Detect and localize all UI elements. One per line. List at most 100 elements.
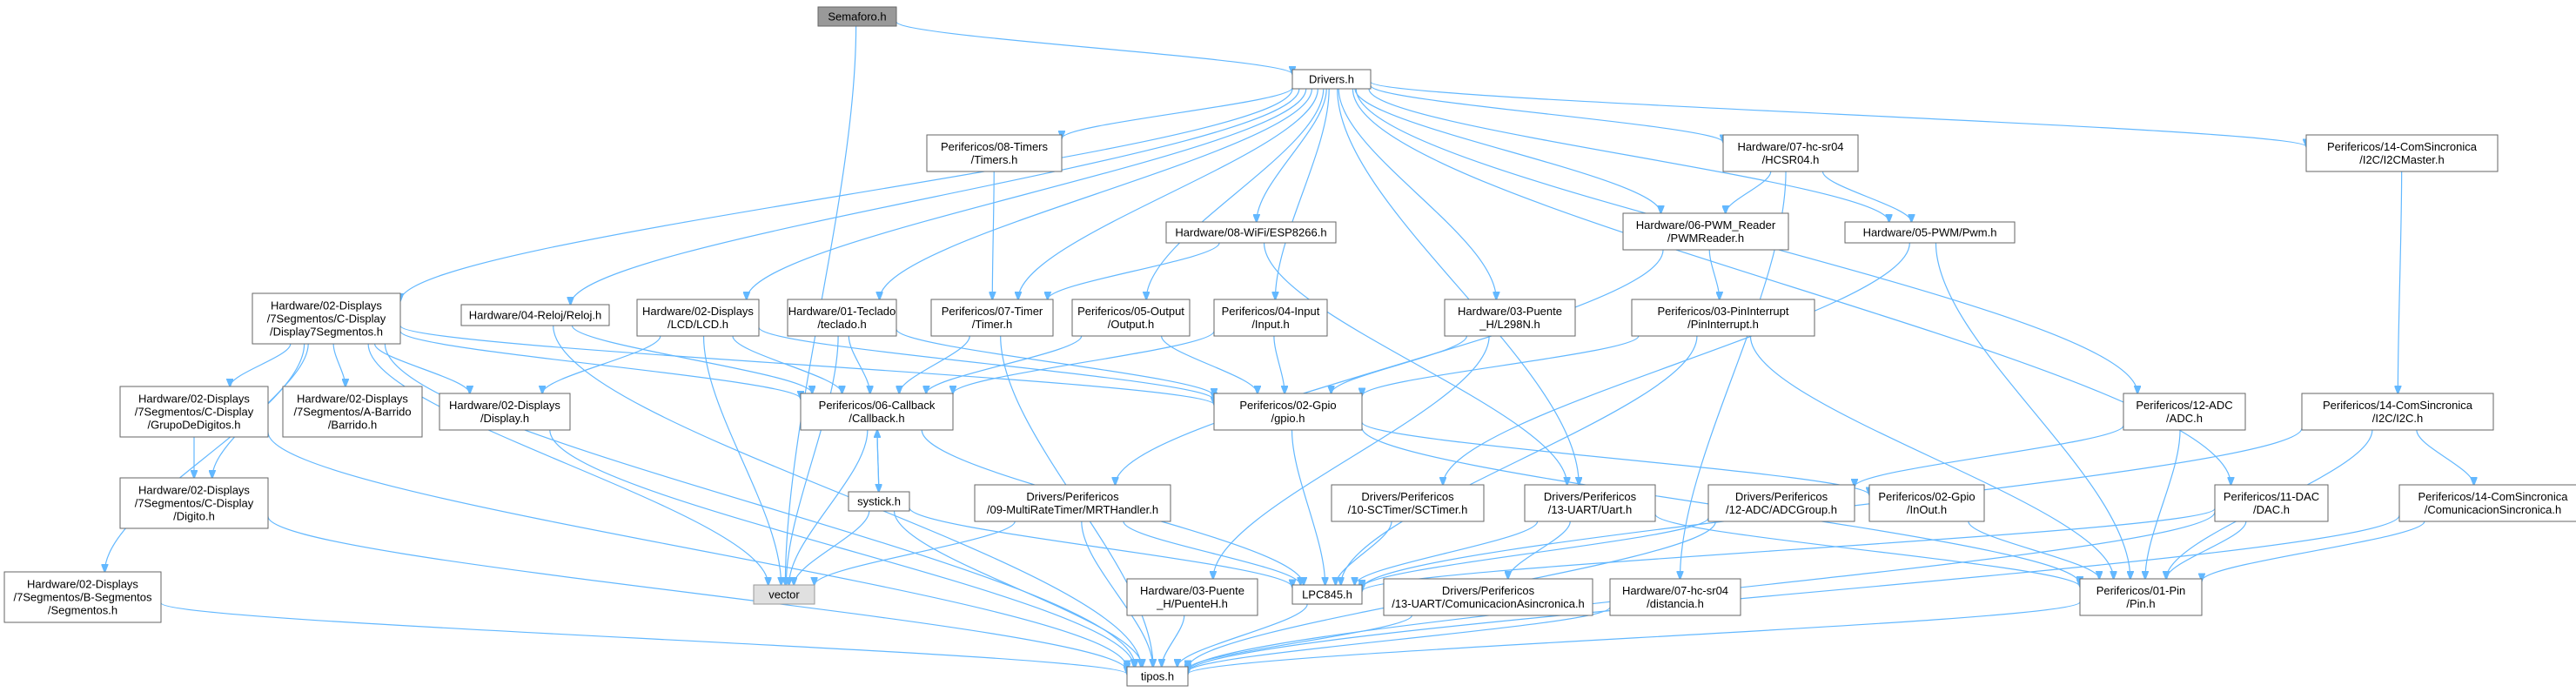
edge-drivers-to-input bbox=[1275, 88, 1330, 299]
edge-puenteh-to-tipos bbox=[1162, 615, 1185, 667]
edge-systick-to-vector bbox=[794, 510, 870, 585]
node-pwmreader-box bbox=[1622, 212, 1789, 251]
node-i2c-box bbox=[2301, 393, 2494, 431]
node-pin[interactable]: Perifericos/01-Pin/Pin.h bbox=[2079, 578, 2203, 616]
node-lcd-label-line: /LCD/LCD.h bbox=[667, 318, 728, 331]
node-segmentos-label-line: /Segmentos.h bbox=[48, 604, 117, 617]
node-adcgroup[interactable]: Drivers/Perifericos/12-ADC/ADCGroup.h bbox=[1707, 484, 1855, 522]
node-display[interactable]: Hardware/02-Displays/Display.h bbox=[439, 393, 571, 431]
node-esp8266-box bbox=[1165, 221, 1337, 244]
node-digito-label-line: Hardware/02-Displays bbox=[138, 484, 250, 497]
edge-inout-to-pin bbox=[1968, 521, 2099, 579]
node-pininterrupt-label-line: Perifericos/03-PinInterrupt bbox=[1657, 305, 1788, 318]
node-hcsr04[interactable]: Hardware/07-hc-sr04/HCSR04.h bbox=[1722, 134, 1859, 172]
node-esp8266[interactable]: Hardware/08-WiFi/ESP8266.h bbox=[1165, 221, 1337, 244]
node-pwm-box bbox=[1844, 221, 2016, 244]
node-pwm[interactable]: Hardware/05-PWM/Pwm.h bbox=[1844, 221, 2016, 244]
node-i2cmaster[interactable]: Perifericos/14-ComSincronica/I2C/I2CMast… bbox=[2305, 134, 2499, 172]
edge-input-to-gpio bbox=[1273, 335, 1285, 393]
node-comsinc-label-line: Perifericos/14-ComSincronica bbox=[2418, 490, 2569, 503]
node-segmentos-box bbox=[3, 571, 162, 623]
node-digito[interactable]: Hardware/02-Displays/7Segmentos/C-Displa… bbox=[119, 477, 269, 529]
node-pininterrupt[interactable]: Perifericos/03-PinInterrupt/PinInterrupt… bbox=[1631, 299, 1815, 337]
node-pin-label-line: Perifericos/01-Pin bbox=[2096, 584, 2186, 597]
edge-esp8266-to-uart bbox=[1263, 242, 1567, 485]
node-uart-label-line: Drivers/Perifericos bbox=[1544, 490, 1637, 503]
node-timer-box bbox=[930, 299, 1054, 337]
node-semaforo[interactable]: Semaforo.h bbox=[817, 6, 897, 27]
edge-l298n-to-gpio bbox=[1332, 335, 1468, 393]
node-gpio[interactable]: Perifericos/02-Gpio/gpio.h bbox=[1213, 393, 1363, 431]
node-dac[interactable]: Perifericos/11-DAC/DAC.h bbox=[2214, 484, 2329, 522]
node-mrt[interactable]: Drivers/Perifericos/09-MultiRateTimer/MR… bbox=[974, 484, 1171, 522]
node-mrt-label-line: /09-MultiRateTimer/MRTHandler.h bbox=[987, 503, 1158, 516]
node-i2cmaster-box bbox=[2305, 134, 2499, 172]
edge-segmentos-to-tipos bbox=[160, 602, 1127, 675]
edge-uart-to-pin bbox=[1654, 514, 2080, 587]
node-segmentos[interactable]: Hardware/02-Displays/7Segmentos/B-Segmen… bbox=[3, 571, 162, 623]
node-l298n[interactable]: Hardware/03-Puente_H/L298N.h bbox=[1444, 299, 1576, 337]
node-comasinc[interactable]: Drivers/Perifericos/13-UART/Comunicacion… bbox=[1383, 578, 1593, 616]
node-sctimer-label-line: /10-SCTimer/SCTimer.h bbox=[1348, 503, 1468, 516]
node-comsinc[interactable]: Perifericos/14-ComSincronica/Comunicacio… bbox=[2398, 484, 2576, 522]
edge-hcsr04-to-pwm bbox=[1821, 171, 1911, 222]
edge-adcgroup-to-lpc845 bbox=[1362, 517, 1709, 588]
node-digito-label-line: /Digito.h bbox=[173, 510, 215, 523]
edge-pin-to-tipos bbox=[1188, 601, 2081, 675]
node-uart[interactable]: Drivers/Perifericos/13-UART/Uart.h bbox=[1524, 484, 1656, 522]
node-timer[interactable]: Perifericos/07-Timer/Timer.h bbox=[930, 299, 1054, 337]
edge-systick-to-callback bbox=[877, 430, 879, 493]
node-grupodigitos[interactable]: Hardware/02-Displays/7Segmentos/C-Displa… bbox=[119, 386, 269, 438]
node-pwmreader[interactable]: Hardware/06-PWM_Reader/PWMReader.h bbox=[1622, 212, 1789, 251]
node-inout[interactable]: Perifericos/02-Gpio/InOut.h bbox=[1868, 484, 1985, 522]
node-tipos[interactable]: tipos.h bbox=[1126, 666, 1189, 687]
node-lcd[interactable]: Hardware/02-Displays/LCD/LCD.h bbox=[636, 299, 760, 337]
edge-dac-to-pin bbox=[2166, 521, 2247, 579]
node-reloj[interactable]: Hardware/04-Reloj/Reloj.h bbox=[460, 304, 610, 326]
node-display7seg[interactable]: Hardware/02-Displays/7Segmentos/C-Displa… bbox=[252, 292, 401, 345]
node-timers[interactable]: Perifericos/08-Timers/Timers.h bbox=[926, 134, 1063, 172]
node-digito-label-line: /7Segmentos/C-Display bbox=[135, 497, 254, 510]
node-vector-label-line: vector bbox=[768, 588, 800, 601]
node-sctimer-box bbox=[1331, 484, 1485, 522]
node-i2c[interactable]: Perifericos/14-ComSincronica/I2C/I2C.h bbox=[2301, 393, 2494, 431]
node-output[interactable]: Perifericos/05-Output/Output.h bbox=[1071, 299, 1191, 337]
node-comsinc-label-line: /ComunicacionSincronica.h bbox=[2425, 503, 2562, 516]
node-barrido-label-line: /Barrido.h bbox=[328, 419, 377, 432]
node-puenteh[interactable]: Hardware/03-Puente_H/PuenteH.h bbox=[1126, 578, 1258, 616]
node-display7seg-box bbox=[252, 292, 401, 345]
node-digito-box bbox=[119, 477, 269, 529]
node-systick[interactable]: systick.h bbox=[848, 491, 910, 512]
node-display7seg-label-line: Hardware/02-Displays bbox=[271, 299, 382, 312]
node-distancia[interactable]: Hardware/07-hc-sr04/distancia.h bbox=[1609, 578, 1741, 616]
edge-adc-to-pin bbox=[2145, 429, 2181, 579]
edge-pininterrupt-to-lpc845 bbox=[1341, 335, 1698, 585]
edge-timer-to-callback bbox=[899, 335, 970, 393]
edge-drivers-to-reloj bbox=[571, 88, 1300, 305]
node-lpc845[interactable]: LPC845.h bbox=[1291, 584, 1363, 605]
edge-gpio-to-inout bbox=[1361, 421, 1869, 494]
node-comasinc-box bbox=[1383, 578, 1593, 616]
node-adc-label-line: Perifericos/12-ADC bbox=[2136, 399, 2232, 412]
node-drivers[interactable]: Drivers.h bbox=[1291, 69, 1372, 90]
node-barrido[interactable]: Hardware/02-Displays/7Segmentos/A-Barrid… bbox=[282, 386, 423, 438]
node-segmentos-label-line: /7Segmentos/B-Segmentos bbox=[14, 591, 152, 604]
node-vector[interactable]: vector bbox=[753, 584, 815, 605]
node-output-label-line: /Output.h bbox=[1108, 318, 1154, 331]
node-callback[interactable]: Perifericos/06-Callback/Callback.h bbox=[800, 393, 954, 431]
node-inout-label-line: /InOut.h bbox=[1907, 503, 1947, 516]
edge-lcd-to-callback bbox=[732, 335, 842, 393]
node-sctimer[interactable]: Drivers/Perifericos/10-SCTimer/SCTimer.h bbox=[1331, 484, 1485, 522]
edge-pwmreader-to-pininterrupt bbox=[1708, 249, 1720, 299]
edges-layer bbox=[104, 21, 2473, 675]
node-sctimer-label-line: Drivers/Perifericos bbox=[1361, 490, 1454, 503]
node-teclado[interactable]: Hardware/01-Teclado/teclado.h bbox=[787, 299, 897, 337]
node-l298n-box bbox=[1444, 299, 1576, 337]
node-output-label-line: Perifericos/05-Output bbox=[1077, 305, 1184, 318]
edge-grupodigitos-to-tipos bbox=[267, 432, 1127, 668]
node-lcd-label-line: Hardware/02-Displays bbox=[642, 305, 754, 318]
node-adc[interactable]: Perifericos/12-ADC/ADC.h bbox=[2123, 393, 2246, 431]
node-drivers-box bbox=[1291, 69, 1372, 90]
node-puenteh-label-line: Hardware/03-Puente bbox=[1140, 584, 1244, 597]
node-input[interactable]: Perifericos/04-Input/Input.h bbox=[1213, 299, 1328, 337]
